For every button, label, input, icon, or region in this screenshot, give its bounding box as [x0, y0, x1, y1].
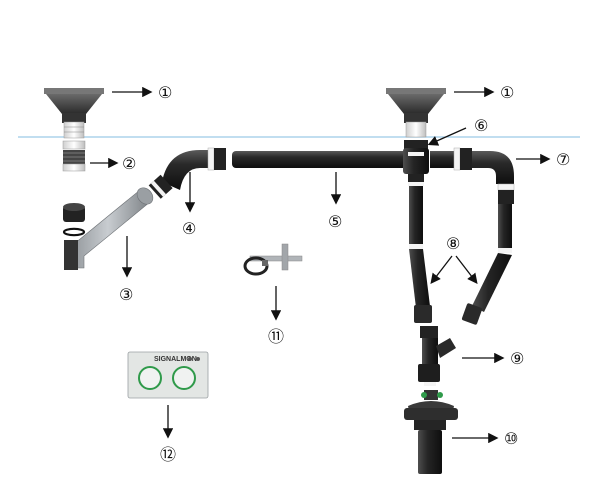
threaded-adapter	[62, 140, 86, 172]
callout-11: ⑪	[268, 327, 284, 346]
callout-5: ⑤	[328, 212, 342, 231]
callout-12: ⑫	[160, 445, 176, 464]
mounting-bracket	[243, 243, 303, 276]
callout-1-left: ①	[158, 83, 172, 102]
right-flex-hose	[461, 204, 512, 325]
callout-1-right: ①	[500, 83, 514, 102]
callout-8: ⑧	[446, 234, 460, 253]
left-flex-hose	[409, 186, 432, 323]
callout-9: ⑨	[510, 349, 524, 368]
right-funnel-drain	[386, 88, 446, 138]
tee-connector	[403, 140, 429, 186]
panel-brand-label: SIGNALMON	[154, 356, 197, 363]
callout-6: ⑥	[474, 116, 488, 135]
valve-float-assembly	[404, 390, 458, 474]
left-funnel-drain	[44, 88, 104, 139]
left-elbow-fitting	[148, 147, 226, 199]
y-fitting	[418, 326, 456, 386]
alarm-panel: SIGNALMON	[127, 351, 209, 399]
callout-3: ③	[119, 285, 133, 304]
grey-angled-pipe	[62, 187, 154, 270]
long-horizontal-pipe	[232, 151, 410, 168]
callout-7: ⑦	[556, 150, 570, 169]
callout-arrow-8a	[430, 255, 453, 285]
callout-arrow-8b	[455, 255, 478, 285]
callout-arrow-6	[427, 127, 467, 146]
callout-2: ②	[122, 154, 136, 173]
callout-4: ④	[182, 219, 196, 238]
callout-10: ⑩	[504, 429, 518, 448]
right-elbow-fitting	[430, 147, 515, 204]
